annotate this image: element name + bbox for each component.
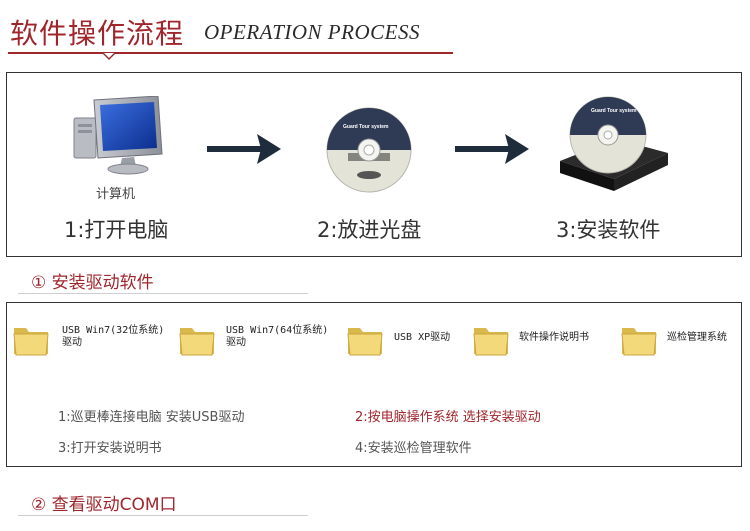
section-divider	[18, 515, 308, 516]
folder-label[interactable]: USB Win7(64位系统)驱动	[226, 325, 329, 348]
header-notch-inner	[104, 53, 114, 58]
section-divider	[18, 293, 308, 294]
arrow-right-icon	[207, 134, 281, 164]
instruction-step-2: 2:按电脑操作系统 选择安装驱动	[355, 410, 541, 425]
folder-icon[interactable]	[472, 320, 510, 358]
step-2-label: 2:放进光盘	[317, 218, 422, 242]
instruction-step-4: 4:安装巡检管理软件	[355, 441, 472, 456]
folder-icon[interactable]	[346, 320, 384, 358]
instruction-step-3: 3:打开安装说明书	[58, 441, 162, 456]
folder-icon[interactable]	[12, 320, 50, 358]
cd-disc-icon	[326, 107, 412, 193]
folder-label[interactable]: USB Win7(32位系统)驱动	[62, 325, 165, 348]
steps-panel	[6, 72, 742, 257]
driver-panel	[6, 302, 742, 467]
header-underline	[8, 52, 453, 54]
folder-icon[interactable]	[178, 320, 216, 358]
folder-label[interactable]: 巡检管理系统	[667, 332, 727, 343]
folder-icon[interactable]	[620, 320, 658, 358]
folder-label[interactable]: USB XP驱动	[394, 332, 451, 343]
computer-icon	[73, 96, 163, 175]
step-1-label: 1:打开电脑	[64, 218, 169, 242]
section-com-port-title: ② 查看驱动COM口	[31, 495, 177, 515]
disc-label-text: Guard Tour system	[591, 108, 637, 114]
disc-drive-icon	[560, 96, 668, 191]
disc-label-text: Guard Tour system	[343, 124, 389, 130]
arrow-right-icon	[455, 134, 529, 164]
page-title-english: OPERATION PROCESS	[204, 20, 420, 44]
instruction-step-1: 1:巡更棒连接电脑 安装USB驱动	[58, 410, 245, 425]
step-3-label: 3:安装软件	[556, 218, 661, 242]
computer-caption: 计算机	[96, 187, 136, 202]
folder-label[interactable]: 软件操作说明书	[519, 332, 589, 343]
page-header: 软件操作流程 OPERATION PROCESS	[0, 0, 750, 62]
section-install-driver-title: ① 安装驱动软件	[31, 273, 154, 293]
page-title: 软件操作流程	[10, 17, 185, 50]
